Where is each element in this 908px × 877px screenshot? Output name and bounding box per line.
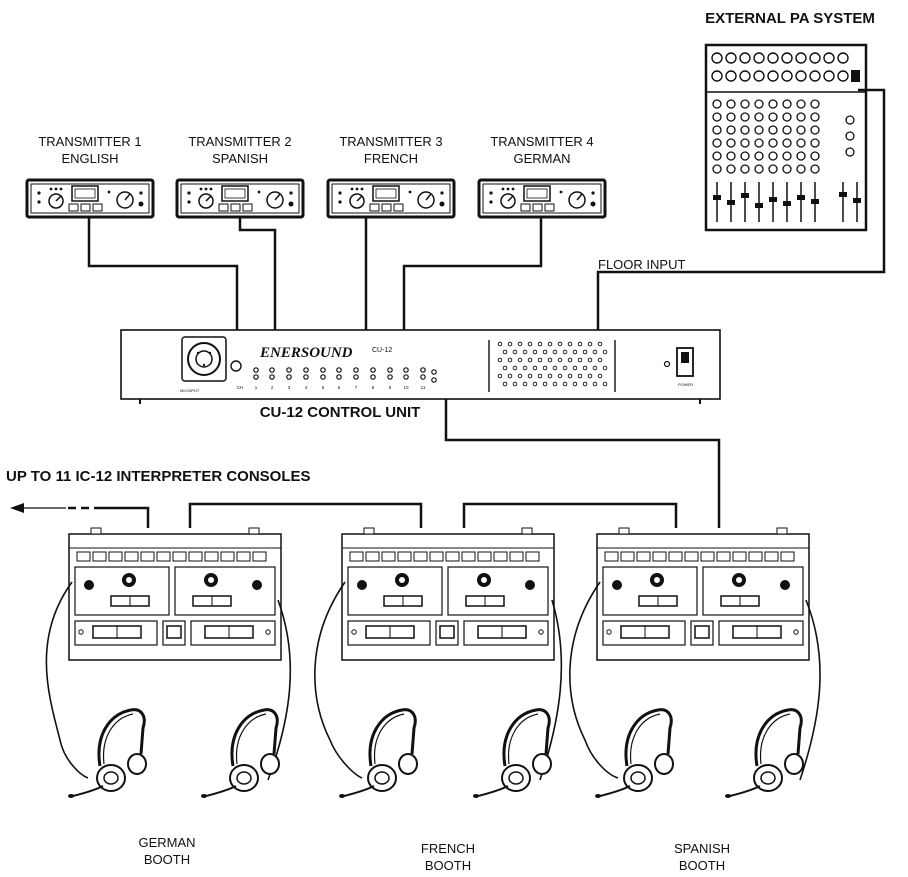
channel-label-8: 8 bbox=[372, 385, 375, 390]
console-german bbox=[68, 527, 282, 661]
channel-label-10: 10 bbox=[403, 385, 409, 390]
french-booth-name: FRENCH bbox=[420, 841, 476, 856]
console-spanish bbox=[596, 527, 810, 661]
spanish-booth-name: SPANISH bbox=[673, 841, 731, 856]
channel-label-9: 9 bbox=[389, 385, 392, 390]
french-booth-word: BOOTH bbox=[424, 858, 472, 873]
channel-label-11: 11 bbox=[421, 385, 426, 390]
transmitter-4-unit bbox=[477, 178, 607, 219]
channel-label-3: 3 bbox=[288, 385, 291, 390]
transmitter-1-label: TRANSMITTER 1 ENGLISH bbox=[20, 133, 160, 167]
channel-label-1: 1 bbox=[255, 385, 258, 390]
transmitter-2-name: TRANSMITTER 2 bbox=[188, 134, 292, 149]
headset-french-1 bbox=[337, 708, 419, 800]
headset-french-2 bbox=[471, 708, 553, 800]
power-label: POWER bbox=[678, 382, 693, 387]
transmitter-2-unit bbox=[175, 178, 305, 219]
transmitter-1-name: TRANSMITTER 1 bbox=[38, 134, 142, 149]
channel-label-ch: CH bbox=[237, 385, 244, 390]
channel-label-4: 4 bbox=[305, 385, 308, 390]
transmitter-3-unit bbox=[326, 178, 456, 219]
transmitter-1-unit bbox=[25, 178, 155, 219]
transmitter-3-language: FRENCH bbox=[363, 151, 419, 166]
transmitter-4-language: GERMAN bbox=[513, 151, 571, 166]
mic-input-label: MICINPUT bbox=[180, 388, 200, 393]
german-booth-label: GERMAN BOOTH bbox=[112, 834, 222, 868]
headset-spanish-1 bbox=[593, 708, 675, 800]
extension-arrow-head bbox=[10, 503, 24, 513]
console-french bbox=[341, 527, 555, 661]
transmitter-1-language: ENGLISH bbox=[61, 151, 119, 166]
headset-spanish-2 bbox=[723, 708, 805, 800]
control-unit-model: CU-12 bbox=[372, 347, 392, 354]
external-pa-mixer bbox=[704, 43, 868, 232]
cu-12-control-unit: ENERSOUND CU-12 MICINPUT POWER CH 1 2 3 … bbox=[120, 329, 721, 404]
transmitter-2-language: SPANISH bbox=[211, 151, 269, 166]
german-booth-name: GERMAN bbox=[138, 835, 196, 850]
german-booth-word: BOOTH bbox=[143, 852, 191, 867]
transmitter-4-name: TRANSMITTER 4 bbox=[490, 134, 594, 149]
floor-input-label: FLOOR INPUT bbox=[598, 257, 686, 272]
spanish-booth-label: SPANISH BOOTH bbox=[647, 840, 757, 874]
transmitter-3-label: TRANSMITTER 3 FRENCH bbox=[321, 133, 461, 167]
channel-label-5: 5 bbox=[322, 385, 325, 390]
channel-label-6: 6 bbox=[338, 385, 341, 390]
spanish-booth-word: BOOTH bbox=[678, 858, 726, 873]
headset-german-1 bbox=[66, 708, 148, 800]
external-pa-label: EXTERNAL PA SYSTEM bbox=[705, 10, 875, 27]
signal-cables bbox=[87, 88, 886, 528]
channel-label-7: 7 bbox=[355, 385, 358, 390]
transmitter-3-name: TRANSMITTER 3 bbox=[339, 134, 443, 149]
transmitter-2-label: TRANSMITTER 2 SPANISH bbox=[170, 133, 310, 167]
channel-label-2: 2 bbox=[271, 385, 274, 390]
control-unit-brand: ENERSOUND bbox=[259, 345, 353, 361]
french-booth-label: FRENCH BOOTH bbox=[393, 840, 503, 874]
control-unit-label: CU-12 CONTROL UNIT bbox=[259, 404, 421, 421]
headset-german-2 bbox=[199, 708, 281, 800]
consoles-label: UP TO 11 IC-12 INTERPRETER CONSOLES bbox=[6, 468, 311, 485]
transmitter-4-label: TRANSMITTER 4 GERMAN bbox=[472, 133, 612, 167]
